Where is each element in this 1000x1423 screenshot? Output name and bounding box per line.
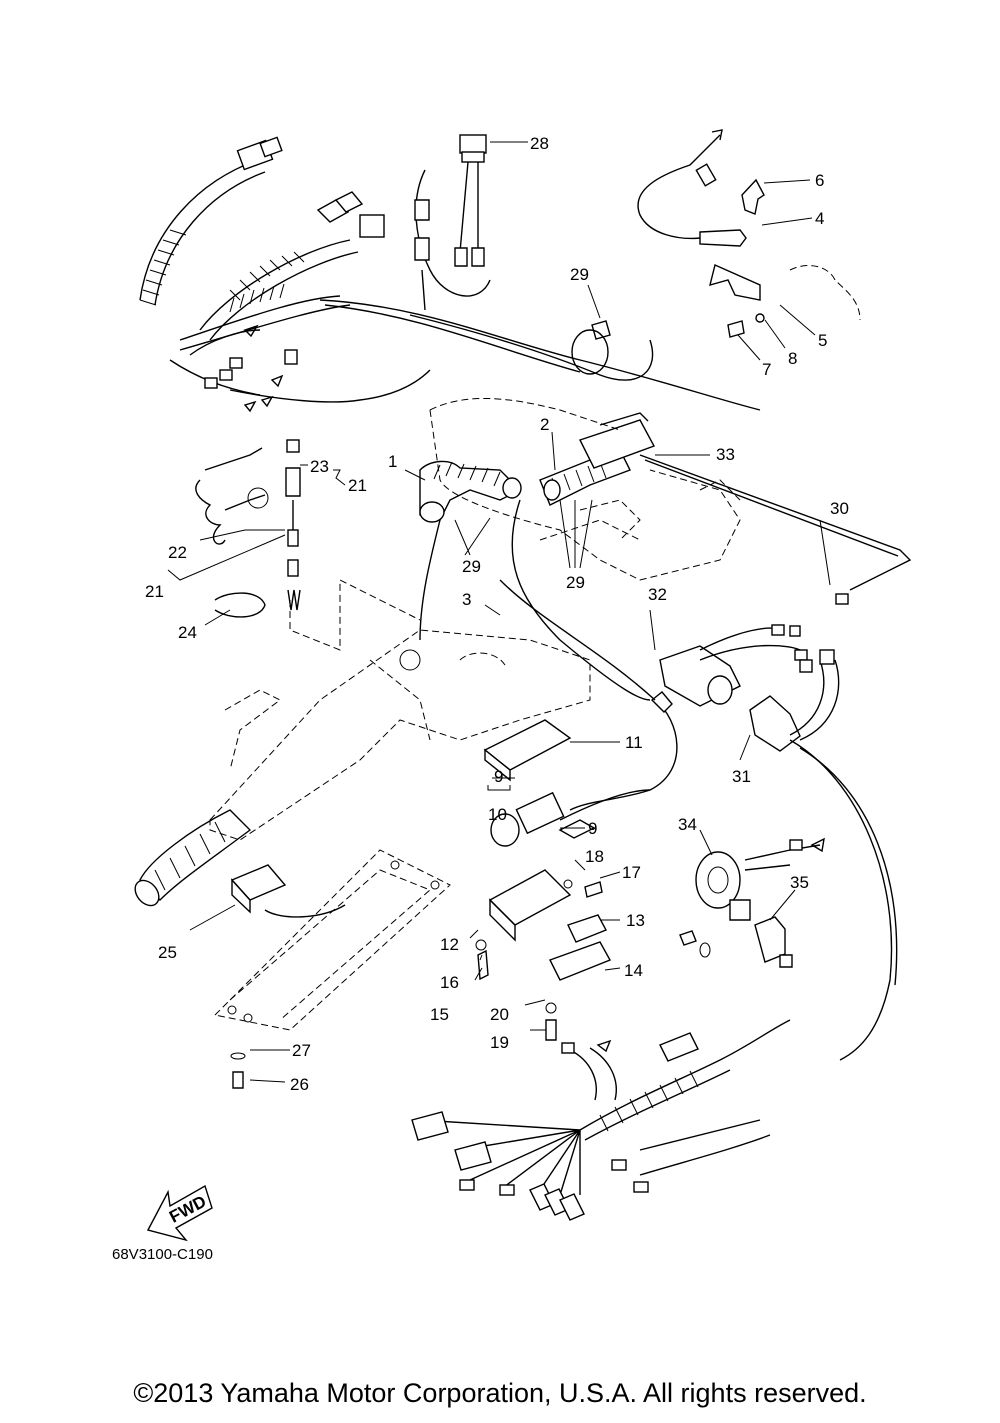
callout-19: 19 [490,1033,509,1052]
callout-30: 30 [830,499,849,518]
callout-35: 35 [790,873,809,892]
diagram-code: 68V3100-C190 [112,1246,213,1263]
callout-18: 18 [585,847,604,866]
tiller-handle [134,579,591,907]
callout-13: 13 [626,911,645,930]
callout-32: 32 [648,585,667,604]
callout-34: 34 [678,815,697,834]
fwd-arrow: FWD [146,1184,213,1242]
engine-bracket-context [429,397,741,581]
callout-2: 2 [540,415,549,434]
callout-6: 6 [815,171,824,190]
callout-8: 8 [788,349,797,368]
callout-31: 31 [732,767,751,786]
callout-26: 26 [290,1075,309,1094]
leader-lines [167,141,831,1083]
callout-14: 14 [624,961,643,980]
wire-30 [639,454,912,605]
callout-29-right: 29 [566,573,585,592]
callout-33: 33 [716,445,735,464]
callout-23: 23 [310,457,329,476]
main-harness-top [139,136,761,413]
callout-29-mid: 29 [462,557,481,576]
callout-10: 10 [488,805,507,824]
stop-switch-group [195,439,301,618]
callout-9-group: 9 [494,767,503,786]
part-25-group [230,864,346,1089]
cable-ties-29 [571,320,611,375]
callout-1: 1 [388,452,397,471]
callout-labels: 28 6 4 29 5 8 7 2 33 1 23 21 30 22 29 29… [145,134,849,1094]
lower-tray [213,849,451,1031]
callout-24: 24 [178,623,197,642]
callout-7: 7 [762,360,771,379]
callout-3: 3 [462,590,471,609]
callout-4: 4 [815,209,824,228]
callout-25: 25 [158,943,177,962]
callout-12: 12 [440,935,459,954]
copyright-notice: ©2013 Yamaha Motor Corporation, U.S.A. A… [133,1378,867,1408]
callout-28: 28 [530,134,549,153]
callout-16: 16 [440,973,459,992]
callout-5: 5 [818,331,827,350]
horn-group-34-35 [679,837,825,968]
harness-spiral-wrap [139,229,305,313]
hose-group [419,412,655,523]
switch-bracket-group [475,719,651,1041]
callout-17: 17 [622,863,641,882]
callout-15: 15 [430,1005,449,1024]
callout-20: 20 [490,1005,509,1024]
callout-22: 22 [168,543,187,562]
callout-9: 9 [588,819,597,838]
callout-29-top: 29 [570,265,589,284]
main-harness-bottom [411,1019,791,1221]
connector-group-31-32 [419,499,898,1061]
callout-21: 21 [145,582,164,601]
callout-11: 11 [625,733,643,752]
callout-21-a: 21 [348,476,367,495]
sensor-group-4-5-6 [637,129,861,338]
sub-harness-28 [414,134,491,311]
callout-27: 27 [292,1041,311,1060]
